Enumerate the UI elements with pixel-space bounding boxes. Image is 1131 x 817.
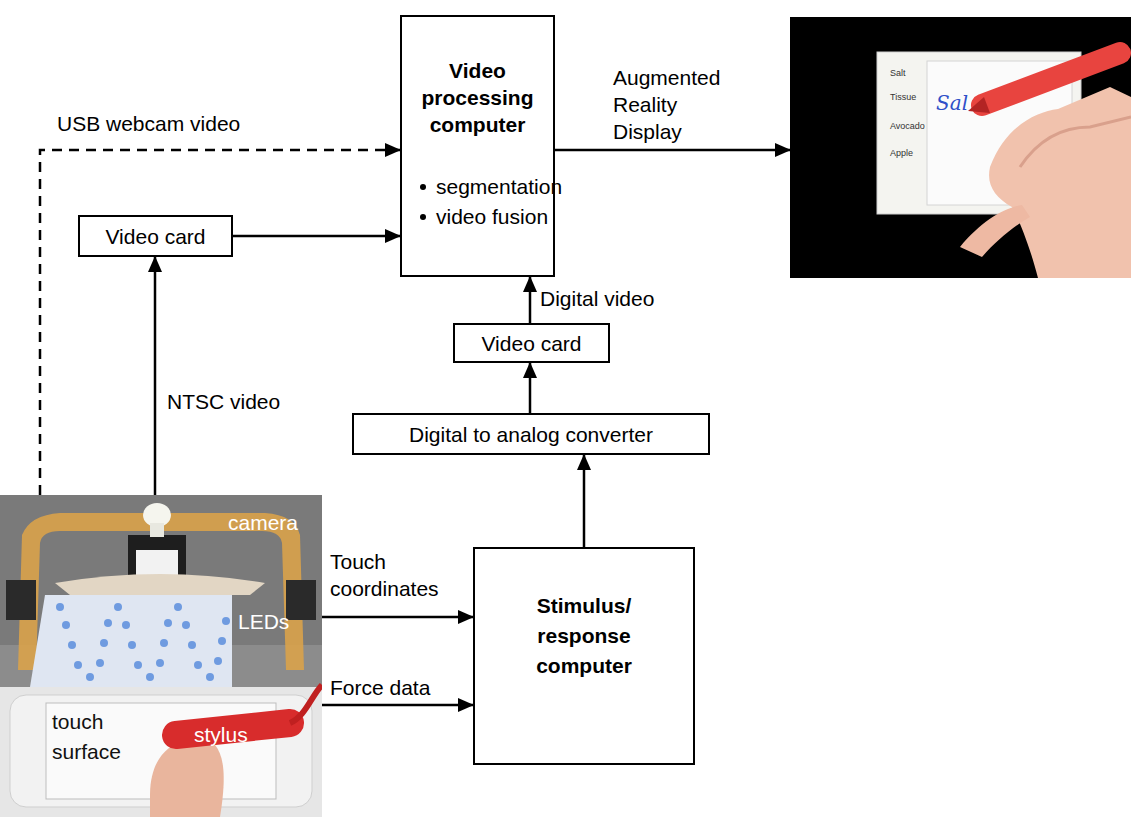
mount bbox=[286, 580, 316, 620]
connector bbox=[555, 149, 790, 152]
led bbox=[114, 603, 122, 611]
led bbox=[218, 637, 226, 645]
led bbox=[146, 673, 154, 681]
display-illustration bbox=[790, 17, 1131, 278]
hand bbox=[989, 87, 1131, 278]
led bbox=[188, 641, 196, 649]
led bbox=[206, 673, 214, 681]
led bbox=[68, 641, 76, 649]
led bbox=[86, 673, 94, 681]
led bbox=[74, 661, 82, 669]
computer-box: Video processing computersegmentationvid… bbox=[400, 15, 555, 277]
hand-crease bbox=[1020, 117, 1131, 167]
bullet-text: video fusion bbox=[436, 204, 548, 229]
photo-background bbox=[0, 495, 322, 817]
led bbox=[104, 619, 112, 627]
led bbox=[160, 639, 168, 647]
pen-body bbox=[982, 53, 1120, 105]
dashed-connector bbox=[40, 150, 400, 495]
led bbox=[156, 659, 164, 667]
menu-item: Salt bbox=[890, 68, 906, 79]
led bbox=[182, 621, 190, 629]
led bbox=[214, 657, 222, 665]
screen-background bbox=[790, 17, 1131, 278]
connector bbox=[322, 704, 473, 707]
led bbox=[62, 621, 70, 629]
connector bbox=[233, 235, 400, 238]
part-label: stylus bbox=[194, 720, 248, 750]
bullet-text: segmentation bbox=[436, 174, 562, 199]
box-title: Video processing computer bbox=[408, 57, 547, 138]
signal-label: Force data bbox=[328, 674, 432, 701]
process-box: Video card bbox=[78, 215, 233, 257]
stylus-cable bbox=[290, 685, 322, 723]
part-label: touch surface bbox=[52, 707, 132, 767]
led bbox=[222, 617, 230, 625]
signal-label: NTSC video bbox=[165, 388, 282, 415]
led-panel bbox=[30, 595, 232, 687]
hand bbox=[150, 741, 224, 817]
led bbox=[100, 639, 108, 647]
menu-item: Apple bbox=[890, 148, 913, 159]
part-label: camera bbox=[228, 508, 298, 538]
process-box: Digital to analog converter bbox=[352, 413, 710, 455]
part-label: LEDs bbox=[238, 607, 289, 637]
box-label: Video card bbox=[481, 331, 581, 356]
display-screenshot: SaltTissueAvocadoApple Sal bbox=[790, 17, 1131, 278]
mount bbox=[6, 580, 36, 620]
finger bbox=[960, 205, 1030, 257]
led bbox=[128, 641, 136, 649]
menu-item: Avocado bbox=[890, 121, 925, 132]
led bbox=[164, 619, 172, 627]
base bbox=[0, 687, 322, 817]
process-box: Video card bbox=[453, 323, 610, 363]
connector bbox=[154, 257, 157, 495]
connector bbox=[529, 363, 532, 413]
signal-label: Augmented Reality Display bbox=[611, 64, 740, 145]
apparatus-illustration bbox=[0, 495, 322, 817]
pen-tip bbox=[968, 97, 990, 113]
menu-item: Tissue bbox=[890, 92, 916, 103]
box-label: Digital to analog converter bbox=[409, 422, 653, 447]
led-dots bbox=[56, 603, 230, 681]
box-label: Video card bbox=[105, 224, 205, 249]
led bbox=[174, 603, 182, 611]
computer-box: Stimulus/ response computer bbox=[473, 547, 695, 765]
led bbox=[122, 621, 130, 629]
apparatus-photo: cameraLEDs touch surface stylus bbox=[0, 495, 322, 817]
led bbox=[134, 661, 142, 669]
led bbox=[96, 659, 104, 667]
led bbox=[56, 603, 64, 611]
connector bbox=[583, 455, 586, 547]
led bbox=[194, 661, 202, 669]
bullet-dot bbox=[420, 214, 426, 220]
handwriting: Sal bbox=[936, 91, 968, 116]
signal-label: Touch coordinates bbox=[328, 548, 472, 602]
signal-label: Digital video bbox=[538, 285, 656, 312]
camera-knob bbox=[150, 523, 164, 537]
connector bbox=[529, 277, 532, 323]
bullet-dot bbox=[420, 184, 426, 190]
box-title: Stimulus/ response computer bbox=[519, 591, 649, 681]
signal-label: USB webcam video bbox=[55, 110, 242, 137]
cloth bbox=[55, 574, 265, 595]
connector bbox=[322, 616, 473, 619]
